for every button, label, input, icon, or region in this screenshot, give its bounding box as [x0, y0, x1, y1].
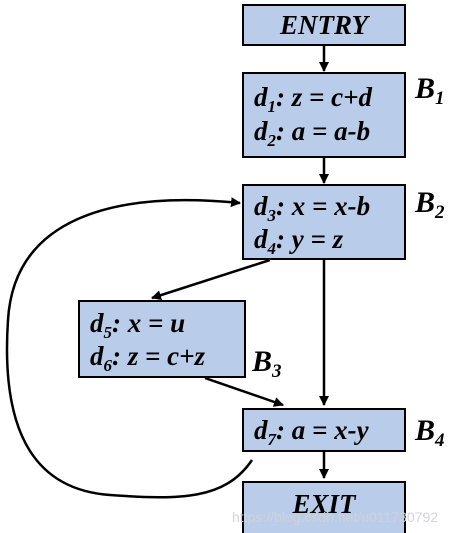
- edge-b4-b2-loop: [5, 197, 254, 499]
- block-label-b3: B3: [252, 345, 282, 382]
- watermark: https://blog.csdn.net/u011730792: [232, 509, 439, 525]
- block-b4: d7: a = x-y: [242, 408, 406, 452]
- block-label-b1: B1: [415, 72, 445, 109]
- entry-label: ENTRY: [279, 10, 368, 40]
- stmt-d4: d4: y = z: [254, 224, 344, 258]
- stmt-d2: d2: a = a-b: [254, 116, 371, 150]
- block-b2: d3: x = x-b d4: y = z: [242, 184, 406, 260]
- stmt-d7: d7: a = x-y: [254, 415, 369, 449]
- stmt-d5: d5: x = u: [90, 308, 186, 342]
- block-label-b2: B2: [415, 186, 445, 223]
- stmt-d6: d6: z = c+z: [90, 341, 206, 375]
- block-label-b4: B4: [415, 414, 445, 451]
- edge-b3-b4: [204, 376, 284, 407]
- edge-b2-b3: [151, 258, 271, 301]
- entry-node: ENTRY: [242, 4, 406, 46]
- stmt-d3: d3: x = x-b: [254, 191, 371, 225]
- block-b1: d1: z = c+d d2: a = a-b: [242, 72, 406, 158]
- exit-label: EXIT: [292, 489, 356, 519]
- stmt-d1: d1: z = c+d: [254, 82, 373, 116]
- exit-node: EXIT: [242, 481, 406, 533]
- block-b3: d5: x = u d6: z = c+z: [78, 300, 246, 378]
